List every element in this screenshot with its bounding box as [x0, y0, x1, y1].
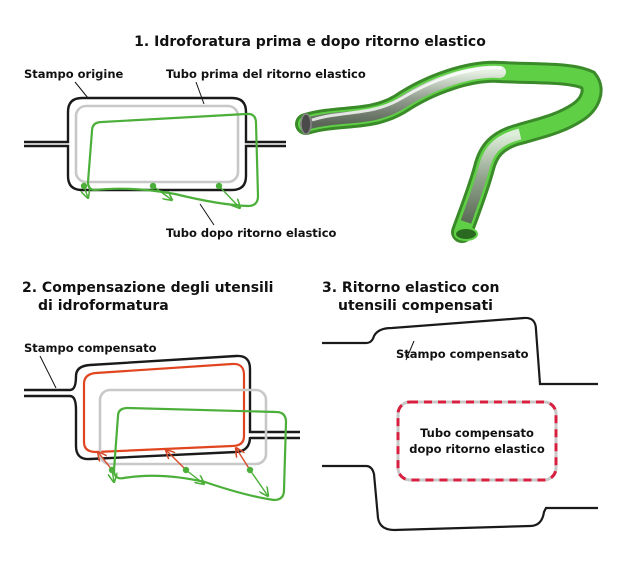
tube-after-springback	[86, 112, 260, 208]
label-compensated-tube-line1: Tubo compensato	[420, 426, 534, 440]
bent-tube-3d-image	[295, 60, 603, 243]
section3-title-line1: 3. Ritorno elastico con	[322, 280, 499, 296]
label-compensated-die-3: Stampo compensato	[396, 347, 529, 361]
section3-title-line2: utensili compensati	[338, 298, 493, 314]
leader-tube-after	[199, 203, 215, 226]
compensated-die-3	[322, 316, 598, 532]
compensation-arrows	[98, 448, 268, 496]
leader-tube-before	[195, 81, 205, 105]
origin-die	[24, 96, 286, 192]
label-tube-before: Tubo prima del ritorno elastico	[166, 67, 366, 81]
label-compensated-die-2: Stampo compensato	[24, 341, 157, 355]
label-origin-die: Stampo origine	[24, 67, 124, 81]
label-tube-after: Tubo dopo ritorno elastico	[166, 226, 337, 240]
leader-origin-die	[74, 81, 89, 99]
compensated-tube-outline-gray	[396, 400, 558, 482]
tube-before-springback-2	[98, 388, 268, 466]
label-compensated-tube-line2: dopo ritorno elastico	[409, 442, 545, 456]
leader-compensated-die-3	[405, 340, 415, 361]
section2-title-line2: di idroformatura	[38, 298, 169, 314]
tube-before-springback	[74, 104, 240, 184]
springback-arrows	[81, 182, 240, 208]
compensated-die	[24, 354, 300, 461]
compensated-tube-after-springback	[396, 400, 558, 482]
tube-after-springback-2	[112, 406, 288, 502]
leader-compensated-die-2	[39, 355, 57, 389]
section1-title: 1. Idroforatura prima e dopo ritorno ela…	[134, 34, 486, 50]
section2-title-line1: 2. Compensazione degli utensili	[22, 280, 273, 296]
